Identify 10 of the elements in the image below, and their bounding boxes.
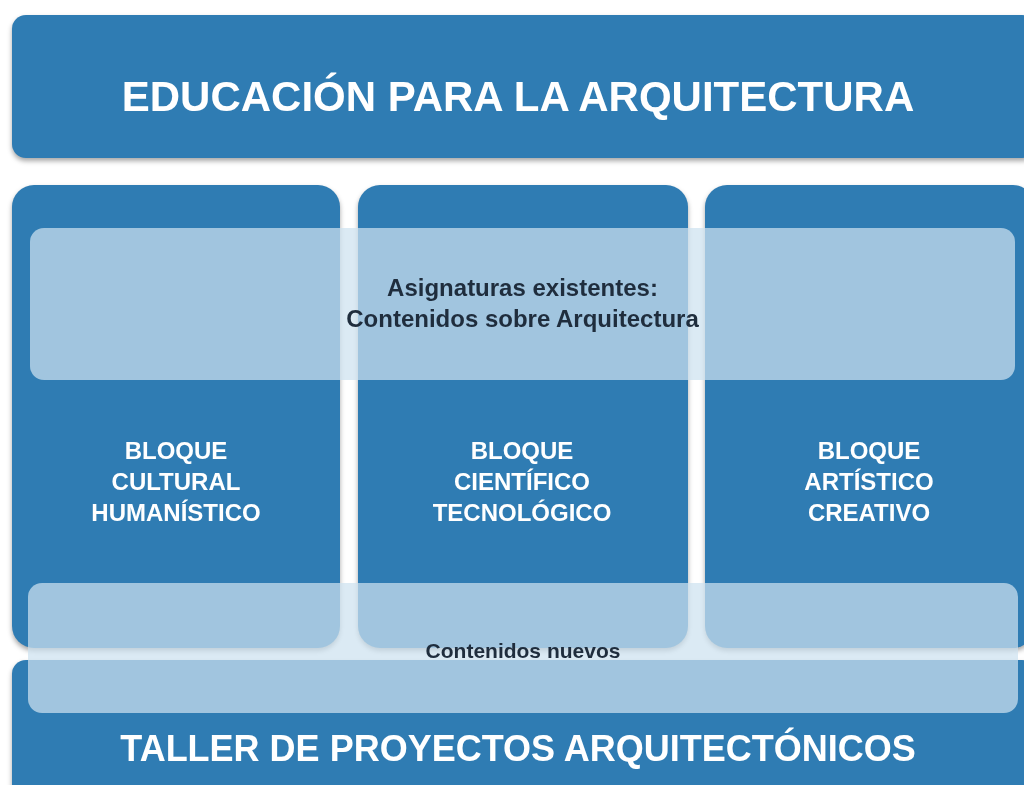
- block-label: BLOQUE CIENTÍFICO TECNOLÓGICO: [432, 436, 612, 529]
- block-label: BLOQUE ARTÍSTICO CREATIVO: [804, 436, 934, 529]
- overlay-panel: [30, 228, 1015, 380]
- overlay-panel: [28, 583, 1018, 713]
- panel-label: Asignaturas existentes: Contenidos sobre Arquitectura: [345, 273, 700, 335]
- panel-label: Contenidos nuevos: [424, 639, 622, 663]
- block-label: BLOQUE CULTURAL HUMANÍSTICO: [91, 436, 261, 529]
- heading-text: TALLER DE PROYECTOS ARQUITECTÓNICOS: [119, 728, 917, 770]
- heading-text: EDUCACIÓN PARA LA ARQUITECTURA: [120, 73, 916, 121]
- title-band: [12, 15, 1024, 158]
